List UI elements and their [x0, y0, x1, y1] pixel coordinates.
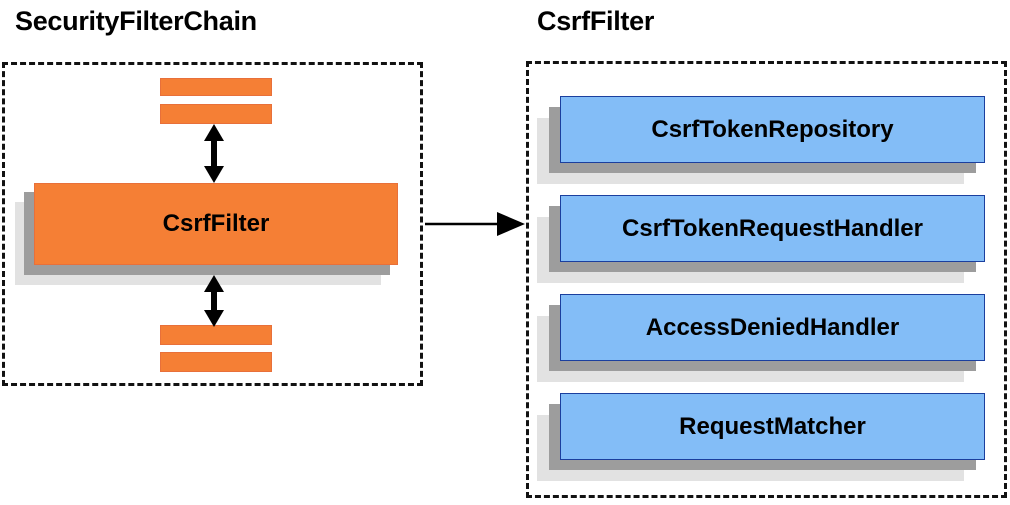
arrow-left-to-right: [425, 212, 525, 236]
collaborator-box-label: RequestMatcher: [679, 412, 866, 440]
collaborator-box-access-denied-handler[interactable]: AccessDeniedHandler: [560, 294, 985, 361]
collaborator-box-label: CsrfTokenRepository: [651, 115, 894, 143]
page-title-csrf-filter: CsrfFilter: [537, 6, 655, 36]
filter-bar-top-1: [160, 78, 272, 96]
csrf-filter-box[interactable]: CsrfFilter: [34, 183, 398, 265]
collaborator-box-label: AccessDeniedHandler: [645, 313, 900, 341]
filter-bar-bottom-2: [160, 352, 272, 372]
security-filter-chain-panel: [2, 62, 423, 386]
filter-bar-top-2: [160, 104, 272, 124]
collaborator-box-request-matcher[interactable]: RequestMatcher: [560, 393, 985, 460]
csrf-filter-panel: [526, 61, 1007, 498]
filter-bar-bottom-1: [160, 325, 272, 345]
page-title-security-filter-chain: SecurityFilterChain: [15, 6, 257, 36]
csrf-filter-box-label: CsrfFilter: [162, 210, 270, 237]
collaborator-box-csrf-token-request-handler[interactable]: CsrfTokenRequestHandler: [560, 195, 985, 262]
collaborator-box-label: CsrfTokenRequestHandler: [622, 214, 923, 242]
collaborator-box-csrf-token-repository[interactable]: CsrfTokenRepository: [560, 96, 985, 163]
